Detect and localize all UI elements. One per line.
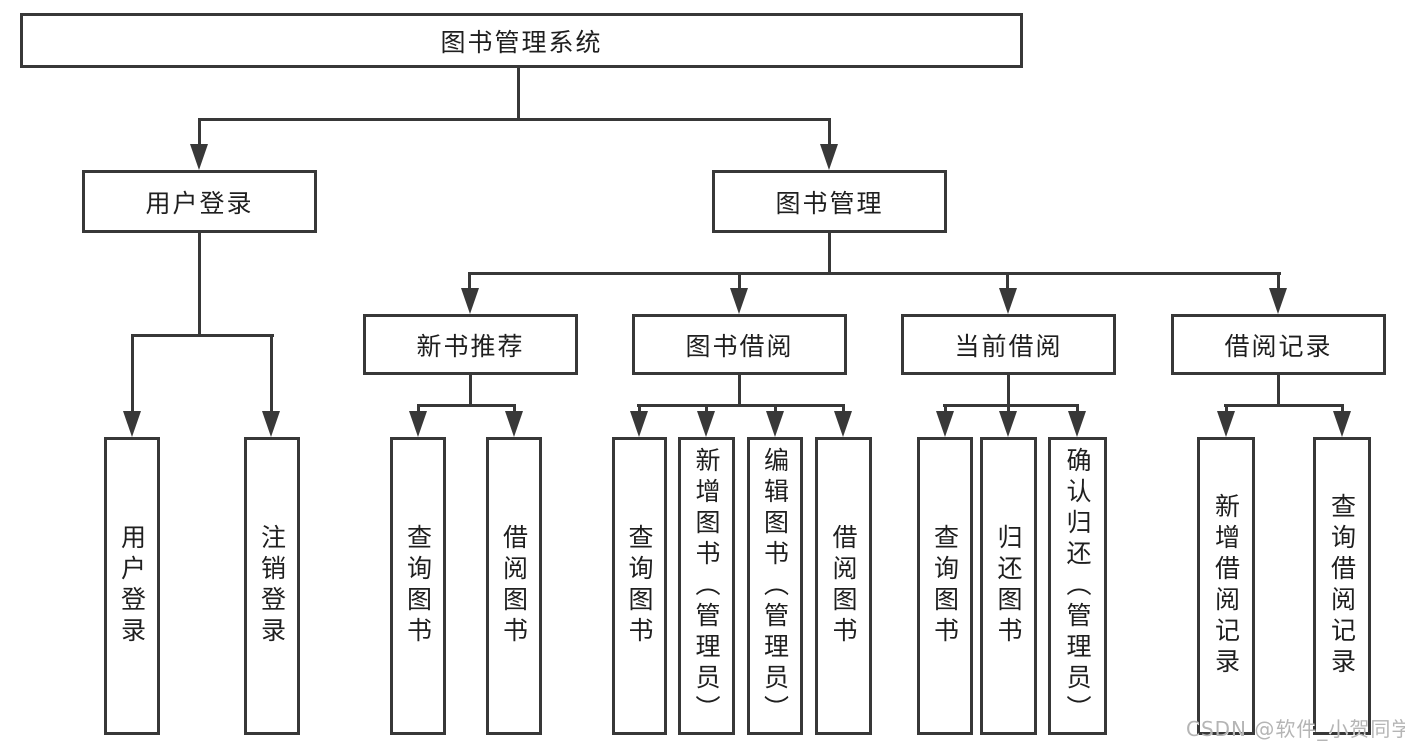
- node-label: 查询图书: [403, 524, 433, 648]
- connector-line: [638, 404, 641, 416]
- leaf-add-borrow-record: 新增借阅记录: [1197, 437, 1255, 735]
- node-label: 编辑图书（管理员）: [760, 446, 790, 726]
- node-label: 借阅记录: [1224, 331, 1333, 361]
- node-label: 查询图书: [625, 524, 654, 648]
- connector-line: [517, 68, 520, 120]
- leaf-confirm-return-admin: 确认归还（管理员）: [1048, 437, 1107, 735]
- csdn-watermark: CSDN @软件_小贺同学: [1186, 717, 1405, 741]
- connector-line: [1007, 404, 1010, 416]
- arrow-down-icon: [1068, 411, 1086, 437]
- connector-line: [469, 375, 472, 406]
- arrow-down-icon: [999, 288, 1017, 314]
- node-label: 图书管理系统: [440, 27, 603, 57]
- leaf-search-books-borrow: 查询图书: [612, 437, 667, 735]
- node-label: 查询借阅记录: [1327, 493, 1357, 679]
- arrow-down-icon: [505, 411, 523, 437]
- arrow-down-icon: [936, 411, 954, 437]
- node-library-management-system: 图书管理系统: [20, 13, 1023, 68]
- node-user-login: 用户登录: [82, 170, 317, 233]
- arrow-down-icon: [834, 411, 852, 437]
- node-label: 借阅图书: [829, 524, 858, 648]
- connector-line: [738, 272, 741, 292]
- leaf-edit-books-admin: 编辑图书（管理员）: [747, 437, 803, 735]
- leaf-search-books-recommend: 查询图书: [390, 437, 446, 735]
- connector-line: [417, 404, 516, 407]
- node-label: 图书借阅: [685, 331, 794, 361]
- connector-line: [943, 404, 1079, 407]
- arrow-down-icon: [766, 411, 784, 437]
- leaf-user-login: 用户登录: [104, 437, 160, 735]
- leaf-borrow-books: 借阅图书: [815, 437, 872, 735]
- arrow-down-icon: [1333, 411, 1351, 437]
- node-label: 借阅图书: [499, 524, 529, 648]
- arrow-down-icon: [697, 411, 715, 437]
- connector-line: [774, 404, 777, 416]
- node-book-management: 图书管理: [712, 170, 947, 233]
- connector-line: [198, 233, 201, 336]
- node-book-borrowing: 图书借阅: [632, 314, 847, 375]
- connector-line: [468, 272, 471, 292]
- arrow-down-icon: [409, 411, 427, 437]
- node-label: 新增借阅记录: [1211, 493, 1241, 679]
- arrow-down-icon: [123, 411, 141, 437]
- node-current-borrowing: 当前借阅: [901, 314, 1116, 375]
- node-label: 用户登录: [145, 188, 254, 218]
- node-label: 注销登录: [257, 524, 287, 648]
- connector-line: [1277, 272, 1280, 292]
- connector-line: [1076, 404, 1079, 416]
- connector-line: [198, 118, 201, 150]
- arrow-down-icon: [999, 411, 1017, 437]
- arrow-down-icon: [1217, 411, 1235, 437]
- node-label: 新书推荐: [416, 331, 525, 361]
- connector-line: [1006, 272, 1009, 292]
- connector-line: [828, 233, 831, 274]
- connector-line: [417, 404, 420, 416]
- arrow-down-icon: [1269, 288, 1287, 314]
- node-label: 当前借阅: [954, 331, 1063, 361]
- arrow-down-icon: [630, 411, 648, 437]
- connector-line: [198, 118, 831, 121]
- connector-line: [468, 272, 1281, 275]
- arrow-down-icon: [461, 288, 479, 314]
- connector-line: [1007, 375, 1010, 406]
- arrow-down-icon: [190, 144, 208, 170]
- leaf-search-books-current: 查询图书: [917, 437, 973, 735]
- leaf-search-borrow-record: 查询借阅记录: [1313, 437, 1371, 735]
- arrow-down-icon: [262, 411, 280, 437]
- leaf-add-books-admin: 新增图书（管理员）: [678, 437, 735, 735]
- node-label: 新增图书（管理员）: [692, 446, 721, 726]
- connector-line: [270, 334, 273, 415]
- connector-line: [637, 404, 845, 407]
- node-label: 查询图书: [930, 524, 960, 648]
- connector-line: [1277, 375, 1280, 406]
- node-label: 确认归还（管理员）: [1063, 446, 1092, 726]
- leaf-return-books: 归还图书: [980, 437, 1037, 735]
- connector-line: [513, 404, 516, 416]
- connector-line: [131, 334, 134, 415]
- connector-line: [131, 334, 274, 337]
- arrow-down-icon: [820, 144, 838, 170]
- leaf-logout: 注销登录: [244, 437, 300, 735]
- arrow-down-icon: [730, 288, 748, 314]
- node-borrowing-records: 借阅记录: [1171, 314, 1386, 375]
- connector-line: [1341, 404, 1344, 416]
- connector-line: [828, 118, 831, 150]
- node-label: 归还图书: [994, 524, 1023, 648]
- connector-line: [944, 404, 947, 416]
- connector-line: [1224, 404, 1344, 407]
- node-label: 用户登录: [117, 524, 147, 648]
- connector-line: [705, 404, 708, 416]
- node-label: 图书管理: [775, 188, 884, 218]
- node-new-book-recommendation: 新书推荐: [363, 314, 578, 375]
- connector-line: [738, 375, 741, 406]
- connector-line: [842, 404, 845, 416]
- connector-line: [1225, 404, 1228, 416]
- leaf-borrow-books-recommend: 借阅图书: [486, 437, 542, 735]
